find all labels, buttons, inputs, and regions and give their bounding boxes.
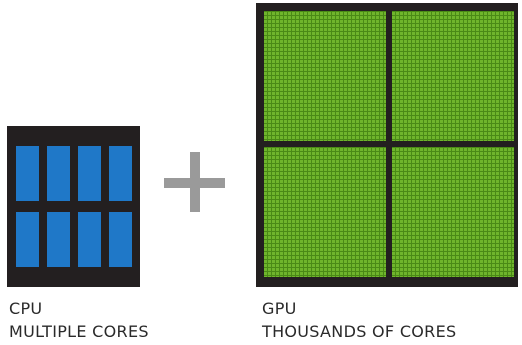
cpu-core bbox=[109, 146, 132, 201]
gpu-subtitle: THOUSANDS OF CORES bbox=[262, 322, 457, 341]
cpu-core bbox=[78, 212, 101, 267]
gpu-core-quadrant bbox=[264, 147, 386, 277]
cpu-core bbox=[47, 212, 70, 267]
cpu-cores bbox=[16, 146, 132, 267]
cpu-core bbox=[16, 212, 39, 267]
cpu-caption: CPU MULTIPLE CORES bbox=[9, 297, 149, 343]
gpu-caption: GPU THOUSANDS OF CORES bbox=[262, 297, 456, 343]
gpu-core-quadrant bbox=[392, 11, 514, 141]
cpu-title: CPU bbox=[9, 299, 43, 318]
gpu-chip bbox=[256, 3, 518, 287]
gpu-title: GPU bbox=[262, 299, 297, 318]
cpu-core bbox=[47, 146, 70, 201]
cpu-core bbox=[78, 146, 101, 201]
gpu-core-quadrants bbox=[264, 11, 514, 277]
plus-vertical-bar bbox=[190, 152, 200, 212]
cpu-core bbox=[16, 146, 39, 201]
cpu-subtitle: MULTIPLE CORES bbox=[9, 322, 149, 341]
gpu-core-quadrant bbox=[392, 147, 514, 277]
cpu-core bbox=[109, 212, 132, 267]
cpu-chip bbox=[7, 126, 140, 287]
gpu-core-quadrant bbox=[264, 11, 386, 141]
plus-sign bbox=[164, 152, 225, 212]
